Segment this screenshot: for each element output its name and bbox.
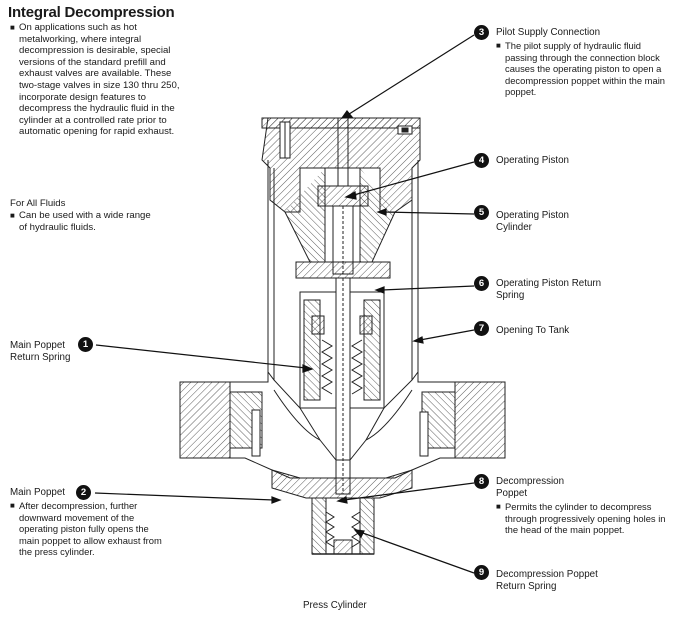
- callout-6-label: Operating Piston Return Spring: [496, 278, 602, 301]
- figure-caption: Press Cylinder: [303, 600, 367, 611]
- callout-7-label: Opening To Tank: [496, 325, 570, 336]
- callout-5-badge: 5: [474, 205, 489, 220]
- main-poppet-return-spring: [321, 339, 333, 395]
- callout-1-label: Main Poppet Return Spring: [10, 340, 71, 363]
- callout-8-label: Decompression Poppet: [496, 476, 565, 499]
- bullet-icon: ■: [10, 23, 15, 32]
- operating-piston: [317, 185, 369, 207]
- callout-3-desc: ■ The pilot supply of hydraulic fluid pa…: [496, 40, 665, 98]
- callout-2-desc: ■ After decompression, further downward …: [10, 500, 162, 558]
- callout-1-badge: 1: [78, 337, 93, 352]
- fluids-heading: For All Fluids: [10, 198, 66, 209]
- callout-4-badge: 4: [474, 153, 489, 168]
- cap-block: [261, 117, 421, 213]
- fluids-text: Can be used with a wide range of hydraul…: [19, 210, 151, 233]
- callout-6-badge: 6: [474, 276, 489, 291]
- callout-8-badge: 8: [474, 474, 489, 489]
- callout-2-label: Main Poppet: [10, 487, 66, 498]
- callout-9-label: Decompression Poppet Return Spring: [496, 569, 598, 592]
- callout-9-badge: 9: [474, 565, 489, 580]
- callout-7-badge: 7: [474, 321, 489, 336]
- callout-4-label: Operating Piston: [496, 155, 569, 166]
- bullet-icon: ■: [496, 502, 501, 511]
- intro-paragraph: ■ On applications such as hot metalworki…: [10, 22, 188, 138]
- callout-5-label: Operating Piston Cylinder: [496, 210, 569, 233]
- fluids-item: ■ Can be used with a wide range of hydra…: [10, 210, 160, 233]
- callout-8-desc: ■ Permits the cylinder to decompress thr…: [496, 501, 666, 536]
- bullet-icon: ■: [10, 501, 15, 510]
- callout-3-label: Pilot Supply Connection: [496, 27, 601, 38]
- callout-3-badge: 3: [474, 25, 489, 40]
- bullet-icon: ■: [496, 41, 501, 50]
- page-title: Integral Decompression: [8, 4, 175, 21]
- callout-2-badge: 2: [76, 485, 91, 500]
- intro-text: On applications such as hot metalworking…: [19, 22, 180, 138]
- main-poppet: [271, 469, 413, 499]
- bullet-icon: ■: [10, 211, 15, 220]
